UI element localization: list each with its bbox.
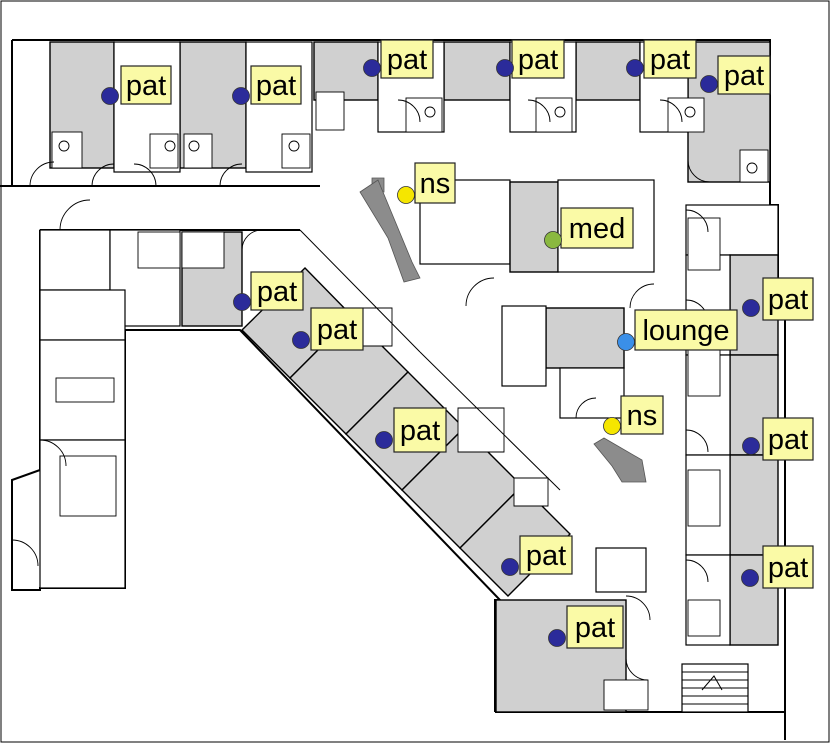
marker-patient: pat [742,277,814,321]
marker-patient: pat [292,307,364,351]
marker-label-box [566,605,624,649]
marker-label-box [414,162,456,204]
marker-lounge: lounge [617,309,738,351]
bottom-rooms [495,547,651,713]
marker-dot [501,558,519,576]
marker-label-box [250,271,304,311]
marker-label-box [310,307,364,351]
marker-label: pat [650,44,690,76]
marker-label: med [569,213,625,245]
marker-label: pat [257,276,297,308]
marker-label: ns [420,168,451,200]
marker-patient: pat [700,55,771,95]
marker-dot [626,59,644,77]
marker-dot [544,231,562,249]
marker-label: pat [518,44,558,76]
marker-patient: pat [363,39,434,79]
marker-label-box [519,535,573,575]
marker-label: pat [387,44,427,76]
marker-label: pat [724,60,764,92]
marker-dot [232,87,250,105]
marker-dot [496,59,514,77]
marker-label-box [762,545,814,589]
marker-nurse-station: ns [603,395,664,435]
marker-dot [397,186,415,204]
marker-label-box [717,55,771,95]
marker-dot [292,331,310,349]
marker-patient: pat [375,407,447,453]
marker-patient: pat [501,535,573,576]
marker-label: ns [627,400,658,432]
marker-patient: pat [233,271,304,311]
marker-label: pat [526,540,566,572]
marker-dot [603,417,621,435]
marker-patient: pat [101,65,172,105]
marker-label: pat [126,70,166,102]
marker-label-box [393,407,447,453]
marker-label: pat [768,424,808,456]
marker-label: pat [768,284,808,316]
marker-label-box [560,207,634,249]
marker-label-box [620,395,664,435]
marker-dot [363,59,381,77]
marker-dot [233,293,251,311]
marker-dot [101,87,119,105]
marker-label-box [511,39,565,79]
marker-label: pat [256,70,296,102]
marker-label-box [762,417,814,461]
marker-patient: pat [741,545,814,589]
marker-patient: pat [232,65,302,105]
marker-dot [617,333,635,351]
left-wing-rooms [11,199,263,589]
marker-label-box [762,277,814,321]
marker-dot [741,569,759,587]
marker-dot [548,629,566,647]
marker-patient: pat [496,39,565,79]
marker-label-box [120,65,172,105]
marker-dot [742,299,760,317]
marker-medication: med [544,207,634,249]
marker-dot [700,75,718,93]
marker-label: lounge [642,315,729,347]
marker-label: pat [317,314,357,346]
marker-label-box [250,65,302,105]
marker-patient: pat [742,417,814,461]
marker-dot [742,437,760,455]
marker-label: pat [575,612,615,644]
marker-label: pat [400,415,440,447]
marker-label-box [643,39,697,79]
marker-label-box [634,309,738,351]
marker-nurse-station: ns [397,162,456,204]
marker-patient: pat [548,605,624,649]
marker-label: pat [768,552,808,584]
marker-dot [375,431,393,449]
diagonal-wing-rooms [241,229,571,597]
marker-label-box [380,39,434,79]
marker-patient: pat [626,39,697,79]
